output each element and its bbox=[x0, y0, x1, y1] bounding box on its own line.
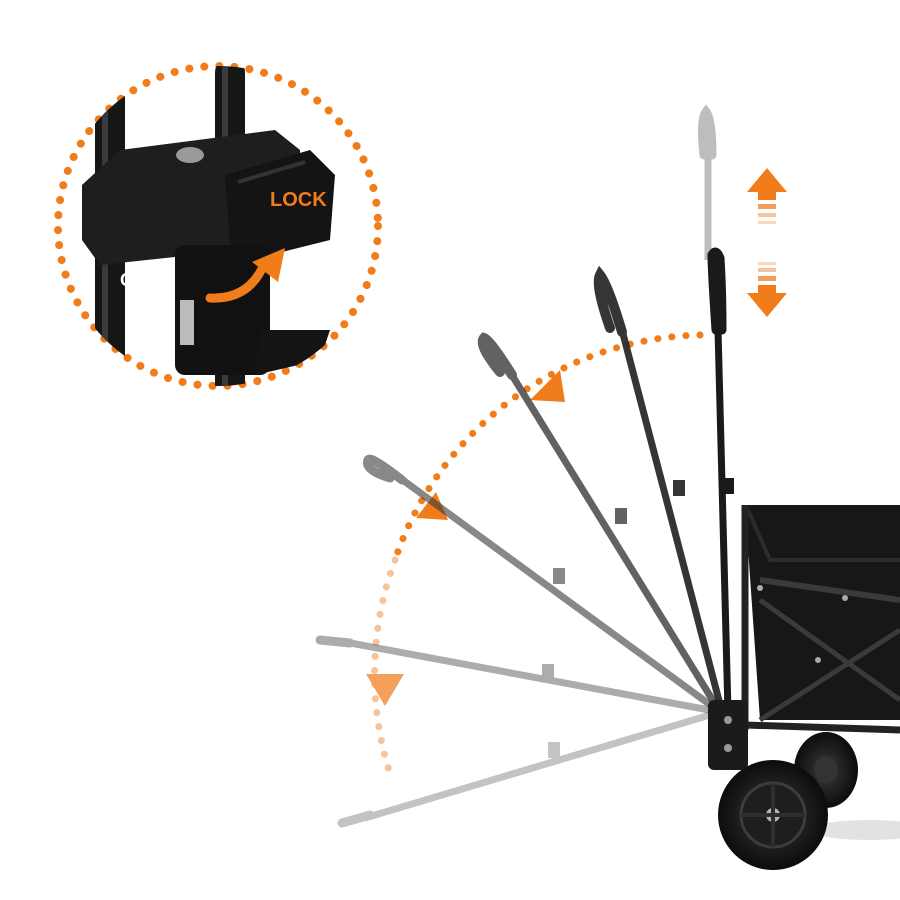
handle-upright bbox=[707, 247, 734, 713]
triangle-arrow-icon bbox=[366, 674, 404, 706]
open-label: OPEN bbox=[120, 270, 171, 290]
lock-detail-callout: LOCK OPEN bbox=[54, 62, 382, 390]
handle-position-mid bbox=[477, 332, 723, 714]
handle-position-lowest bbox=[337, 708, 722, 828]
handle-position-mid-low bbox=[363, 454, 723, 715]
triangle-arrow-icon bbox=[530, 370, 565, 402]
wagon-wheel-front bbox=[718, 760, 900, 870]
handle-position-low bbox=[315, 635, 721, 716]
up-down-arrow-icon bbox=[747, 168, 787, 317]
triangle-arrow-icon bbox=[416, 492, 448, 520]
handle-position-extended bbox=[697, 104, 717, 260]
handle-hinge bbox=[708, 700, 748, 770]
handle-position-mid-high bbox=[593, 265, 726, 713]
rotation-arc bbox=[371, 331, 704, 784]
wagon-body bbox=[741, 505, 900, 734]
curved-arrow-icon bbox=[252, 248, 285, 282]
lock-label: LOCK bbox=[270, 189, 327, 211]
